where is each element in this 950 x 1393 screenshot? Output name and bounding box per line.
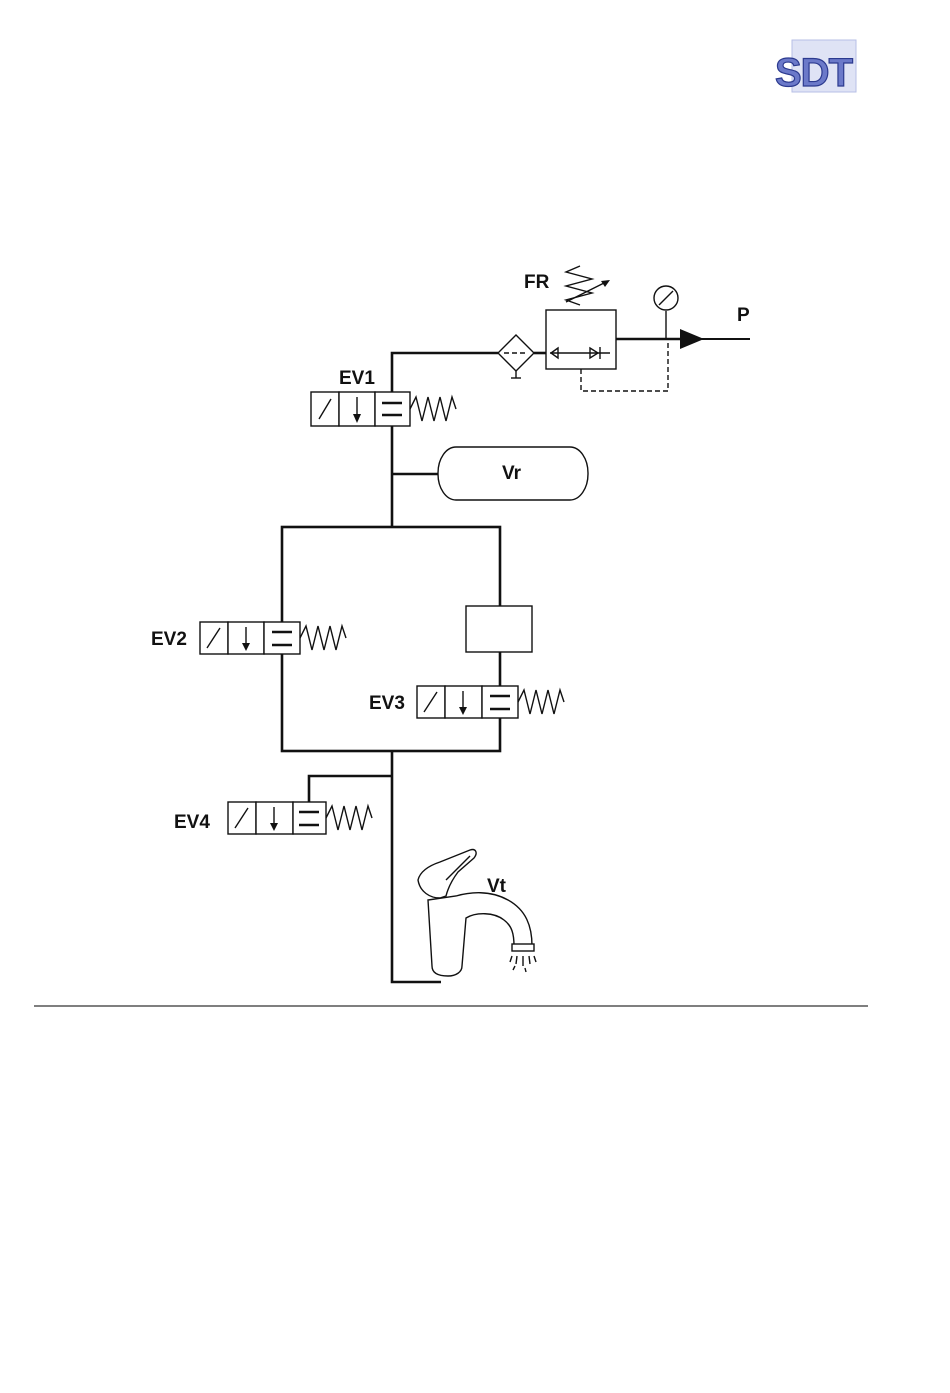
valve-ev3: EV3 (369, 686, 564, 718)
tap-aerator (512, 944, 534, 951)
outlet-pipe (392, 751, 441, 982)
sdt-logo: SDT (775, 40, 856, 95)
ev4-branch-pipe (309, 776, 392, 802)
regulator-spring-icon (566, 266, 592, 305)
label-fr: FR (524, 272, 550, 293)
ev3-block-2 (482, 686, 518, 718)
water-spray-icon (510, 956, 536, 972)
ev3-spring-icon (518, 690, 564, 714)
filter (498, 335, 546, 378)
ev4-block-2 (293, 802, 326, 834)
logo-text: SDT (775, 51, 853, 95)
ev1-spring-icon (410, 397, 456, 421)
reservoir-vr: Vr (438, 447, 588, 500)
tap-vt: Vt (418, 850, 536, 976)
label-ev4: EV4 (174, 812, 210, 833)
valve-ev2: EV2 (151, 622, 346, 654)
label-vt: Vt (487, 876, 507, 897)
ev2-spring-icon (300, 626, 346, 650)
ev4-spring-icon (326, 806, 372, 830)
filter-regulator: FR (524, 266, 668, 391)
valve-ev4: EV4 (174, 802, 372, 834)
label-ev3: EV3 (369, 693, 405, 714)
ev2-block-2 (264, 622, 300, 654)
tap-handle-icon (418, 850, 476, 898)
regulator-body (546, 310, 616, 369)
label-ev2: EV2 (151, 629, 187, 650)
valve-ev1: EV1 (311, 368, 456, 426)
test-chamber (466, 606, 532, 652)
pressure-supply: P (616, 286, 750, 339)
inlet-pipe (392, 353, 498, 392)
label-ev1: EV1 (339, 368, 375, 389)
ev1-block-2 (375, 392, 410, 426)
tap-handle-ridge (446, 856, 470, 880)
label-vr: Vr (502, 463, 522, 484)
label-p: P (737, 305, 750, 326)
